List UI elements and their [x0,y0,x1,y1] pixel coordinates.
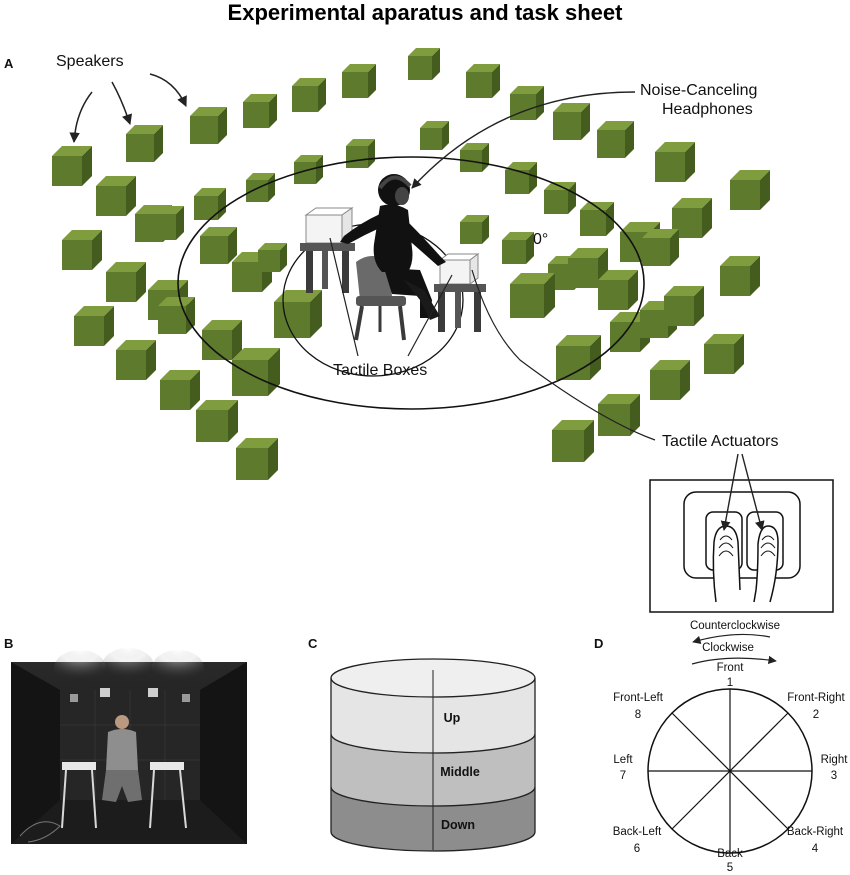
speaker-cube [505,162,537,194]
speaker-cube [553,103,590,140]
speaker-cube [420,121,449,150]
speaker-cube [502,232,534,264]
dir-right-num: 3 [831,770,837,782]
speaker-cube [598,394,640,436]
speaker-cube [598,270,638,310]
speaker-cube [62,230,102,270]
headphones-label-line1: Noise-Canceling [640,82,757,99]
speaker-cube [160,370,200,410]
speaker-cube [116,340,156,380]
speaker-cube [642,229,679,266]
dir-right-name: Right [821,754,849,766]
speaker-cube [236,438,278,480]
figure-title: Experimental aparatus and task sheet [228,0,624,25]
dir-front-right-name: Front-Right [787,692,845,704]
speaker-cube [580,202,614,236]
dir-front-left-name: Front-Left [613,692,664,704]
tactile-actuators-line [471,269,656,441]
right-tactile-table [434,253,486,332]
elevation-cylinder [330,658,536,852]
dir-back-left-name: Back-Left [613,826,662,838]
speakers-label: Speakers [56,53,124,70]
speaker-cube [74,306,114,346]
speaker-cube [655,142,695,182]
speaker-cube [202,320,242,360]
dir-front-num: 1 [727,677,733,689]
speaker-cube [126,125,163,162]
level-up-label: Up [444,711,461,725]
dir-front-name: Front [717,662,745,674]
speaker-cube [556,335,601,380]
speaker-cube [196,400,238,442]
speaker-cube [704,334,744,374]
dir-back-name: Back [717,848,743,860]
speaker-cube [460,215,489,244]
speakers-arrow-2 [111,81,132,125]
dir-back-right-num: 4 [812,843,819,855]
speaker-cubes [52,48,770,480]
speaker-cube [664,286,704,326]
dir-left-num: 7 [620,770,626,782]
speaker-cube [730,170,770,210]
speaker-cube [510,273,555,318]
participant-silhouette [340,174,446,341]
dir-back-num: 5 [727,862,733,874]
speaker-cube [346,139,375,168]
speaker-cube [568,248,608,288]
tactile-boxes-label: Tactile Boxes [333,362,427,379]
tactile-inset [649,453,834,613]
speaker-cube [150,206,184,240]
speaker-cube [194,188,226,220]
dir-back-right-name: Back-Right [787,826,844,838]
speaker-cube [408,48,440,80]
dir-front-right-num: 2 [813,709,819,721]
zero-angle-label: 0° [533,231,548,248]
speaker-cube [720,256,760,296]
headphones-label-line2: Headphones [662,101,753,118]
clockwise-label: Clockwise [702,642,754,654]
speaker-cube [650,360,690,400]
speaker-cube [232,348,280,396]
speaker-cube [292,78,326,112]
speaker-cube [158,297,195,334]
left-tactile-table [300,207,355,293]
clockwise-arrow [691,655,777,665]
direction-wheel [647,688,813,854]
headphones-arrow [411,91,636,189]
level-middle-label: Middle [440,765,480,779]
tactile-actuators-label: Tactile Actuators [662,433,779,450]
counterclockwise-arrow [692,633,771,644]
speaker-cube [200,227,237,264]
panel-a-label: A [4,56,14,71]
speaker-cube [294,155,323,184]
speaker-cube [106,262,146,302]
speakers-arrow-3 [149,73,187,107]
panel-c-label: C [308,636,318,651]
dir-front-left-num: 8 [635,709,641,721]
speaker-cube [190,107,227,144]
panel-d-label: D [594,636,603,651]
speaker-cube [460,143,489,172]
room-photo [11,648,247,844]
speaker-cube [52,146,92,186]
tactile-boxes-line-right [407,274,453,357]
speaker-cube [342,64,376,98]
dir-left-name: Left [613,754,633,766]
speaker-cube [258,243,287,272]
speaker-cube [243,94,277,128]
outer-ring [177,156,645,410]
speakers-arrow-1 [69,91,93,144]
speaker-cube [510,86,544,120]
speaker-cube [552,420,594,462]
speaker-cube [274,290,322,338]
speaker-cube [597,121,634,158]
counterclockwise-label: Counterclockwise [690,620,780,632]
panel-b-label: B [4,636,13,651]
tactile-boxes-line-left [329,237,359,357]
speaker-cube [96,176,136,216]
dir-back-left-num: 6 [634,843,640,855]
speaker-cube [466,64,500,98]
level-down-label: Down [441,818,475,832]
